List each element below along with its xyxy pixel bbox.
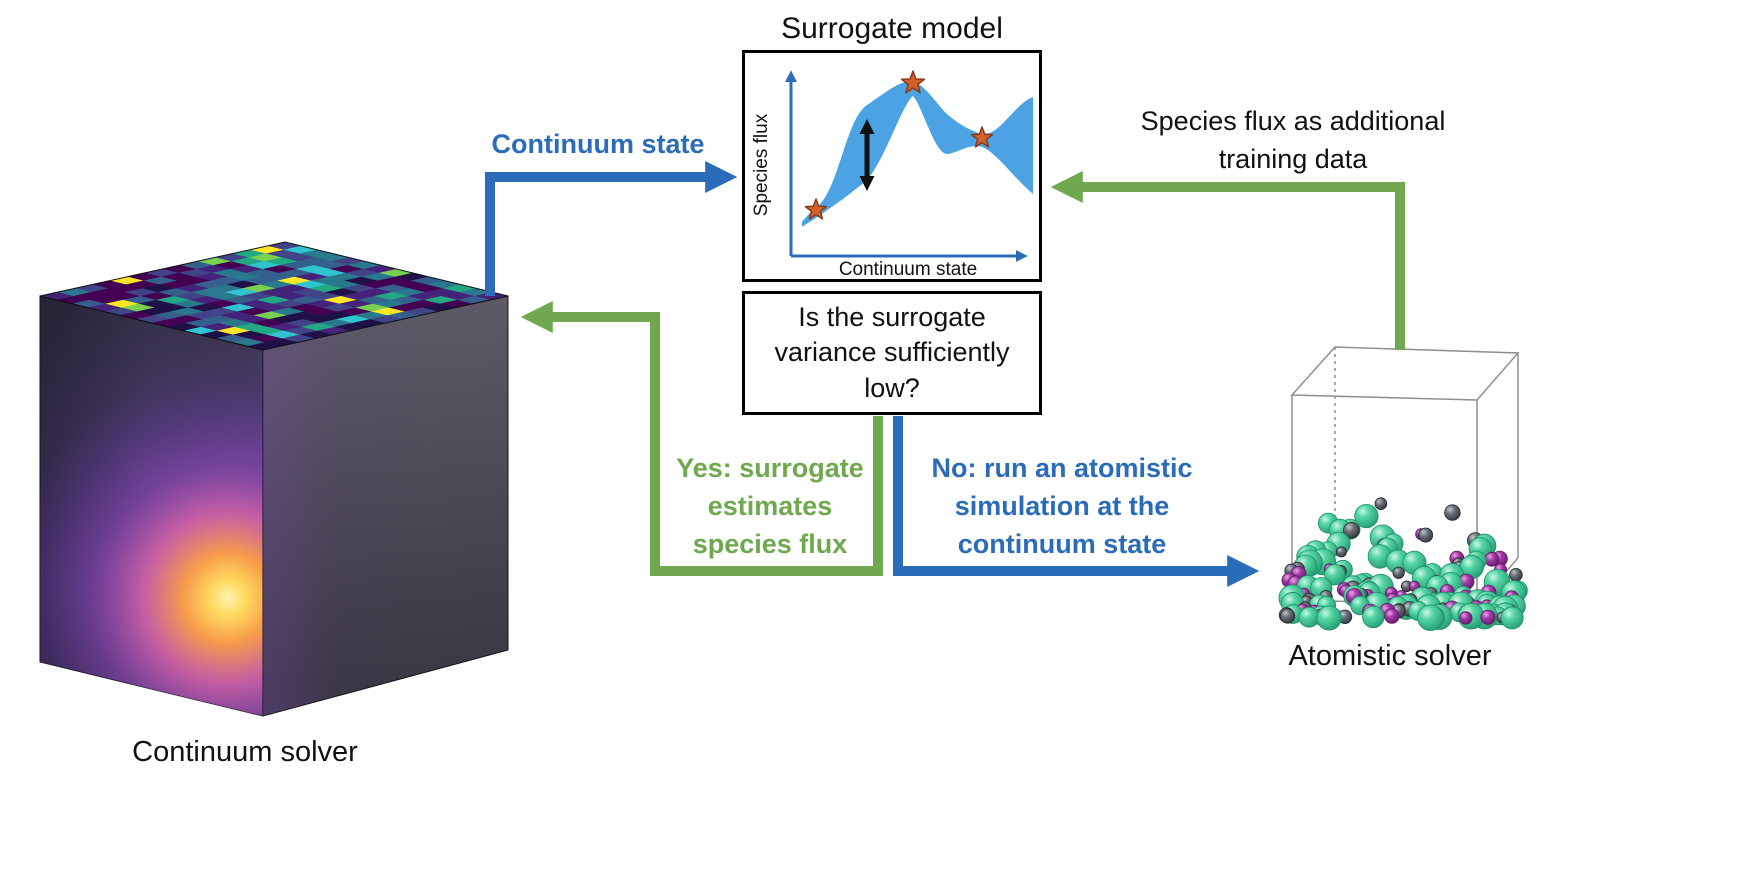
surrogate-plot-panel: Species flux Continuum state bbox=[742, 50, 1042, 282]
training-point-star bbox=[900, 70, 926, 94]
label-continuum-solver: Continuum solver bbox=[132, 736, 358, 768]
surrogate-model-title: Surrogate model bbox=[781, 12, 1003, 45]
y-axis-label: Species flux bbox=[751, 113, 772, 216]
label-no-branch: No: run an atomistic simulation at the c… bbox=[931, 453, 1193, 559]
surrogate-plot: Species flux Continuum state bbox=[751, 70, 1033, 280]
atomistic-illustration bbox=[1278, 346, 1528, 632]
training-point-star bbox=[804, 198, 828, 220]
label-training-data: Species flux as additional training data bbox=[1140, 106, 1446, 174]
uncertainty-band bbox=[802, 81, 1033, 228]
no-branch-arrow bbox=[893, 416, 1260, 588]
yes-branch-arrow bbox=[520, 300, 883, 576]
heat-glow bbox=[40, 296, 263, 716]
training-data-arrow bbox=[1050, 170, 1405, 350]
x-axis-label: Continuum state bbox=[839, 259, 977, 279]
decision-box: Is the surrogate variance sufficiently l… bbox=[742, 291, 1042, 415]
label-yes-branch: Yes: surrogate estimates species flux bbox=[676, 453, 864, 559]
atom-spheres bbox=[1278, 497, 1528, 632]
continuum-cube-illustration bbox=[39, 241, 509, 717]
label-atomistic-solver: Atomistic solver bbox=[1288, 640, 1492, 672]
flow-arrows bbox=[485, 160, 1405, 588]
training-point-star bbox=[970, 126, 994, 148]
mosaic-top-face bbox=[39, 241, 509, 351]
continuum-state-arrow bbox=[485, 160, 738, 296]
label-continuum-state: Continuum state bbox=[491, 129, 705, 159]
decision-question: Is the surrogate variance sufficiently l… bbox=[774, 302, 1010, 403]
